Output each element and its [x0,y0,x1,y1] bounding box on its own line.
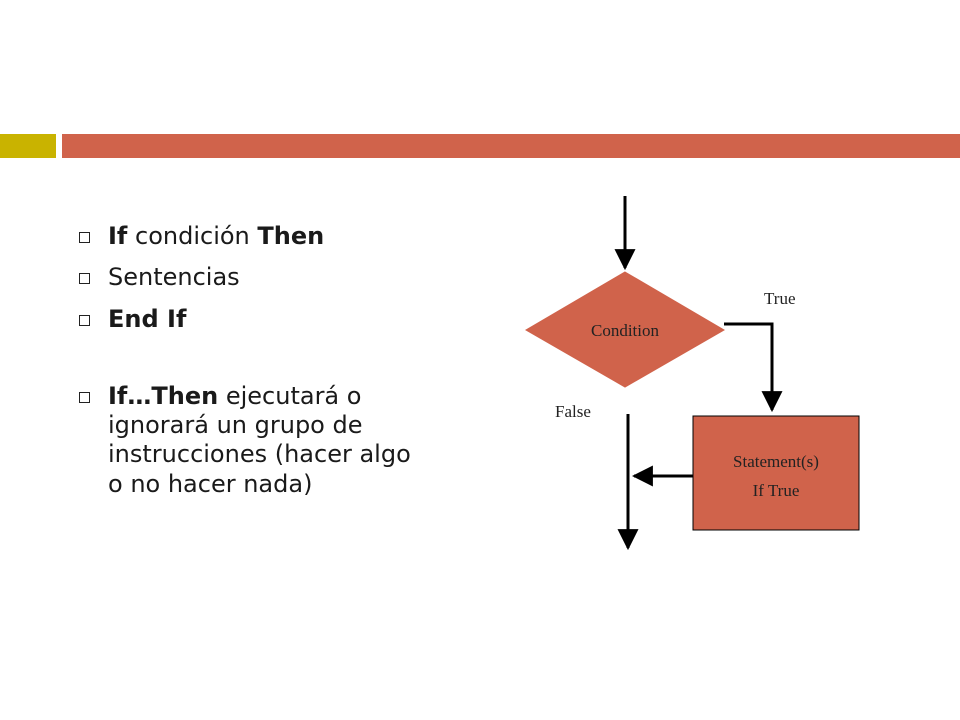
condition-text: condición [135,222,250,250]
header-accent-bar [0,134,56,158]
keyword-then: Then [257,222,325,250]
sentencias-text: Sentencias [108,263,240,292]
true-branch-arrow [724,322,783,413]
bullet-item-if-then: If condición Then [74,222,414,251]
square-bullet-icon [79,314,90,326]
header-main-bar [62,134,960,158]
keyword-if: If [108,222,128,250]
bullet-item-end-if: End If [74,305,414,334]
square-bullet-icon [79,232,90,243]
square-bullet-icon [79,391,90,403]
statement-box [692,415,860,531]
description-text: ejecutará o ignorará un grupo de instruc… [108,381,411,498]
false-label: False [555,402,591,421]
square-bullet-icon [79,273,90,285]
condition-diamond [525,271,725,388]
bullet-item-sentencias: Sentencias [74,263,414,292]
bullet-item-description: If…Then ejecutará o ignorará un grupo de… [74,382,414,499]
keyword-end-if: End If [108,304,187,333]
bullet-list: If condición Then Sentencias End If If…T… [74,222,414,499]
true-label: True [764,289,796,308]
statement-label-line2: If True [753,481,800,500]
condition-label: Condition [591,321,660,340]
statement-label-line1: Statement(s) [733,452,819,471]
keyword-if-then: If…Then [108,381,219,410]
